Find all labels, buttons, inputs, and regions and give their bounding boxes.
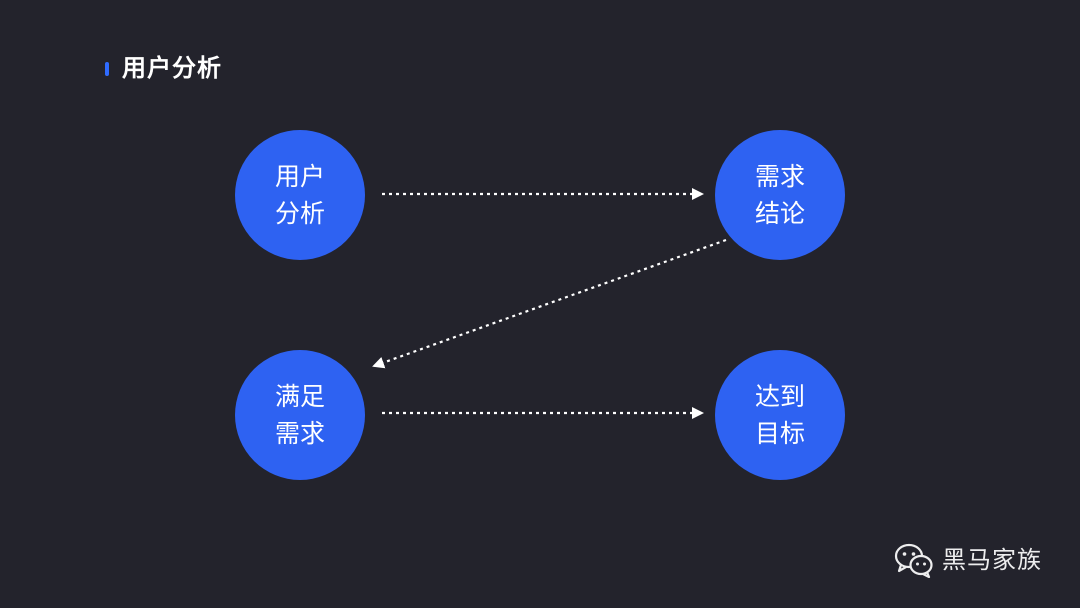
node-label: 需求结论 <box>754 162 805 228</box>
wechat-icon <box>894 543 933 578</box>
title-accent-bar <box>105 62 109 76</box>
watermark: 黑马家族 <box>894 542 1042 578</box>
page-title: 用户分析 <box>122 54 222 82</box>
node-meet-demand: 满足需求 <box>235 350 365 480</box>
watermark-text: 黑马家族 <box>942 546 1042 574</box>
node-label: 满足需求 <box>274 382 325 448</box>
node-user-analysis: 用户分析 <box>235 130 365 260</box>
node-reach-goal: 达到目标 <box>715 350 845 480</box>
node-label: 用户分析 <box>274 162 325 228</box>
arrow-demand-conclusion-to-meet-demand <box>372 238 727 369</box>
node-label: 达到目标 <box>754 382 805 448</box>
node-demand-conclusion: 需求结论 <box>715 130 845 260</box>
